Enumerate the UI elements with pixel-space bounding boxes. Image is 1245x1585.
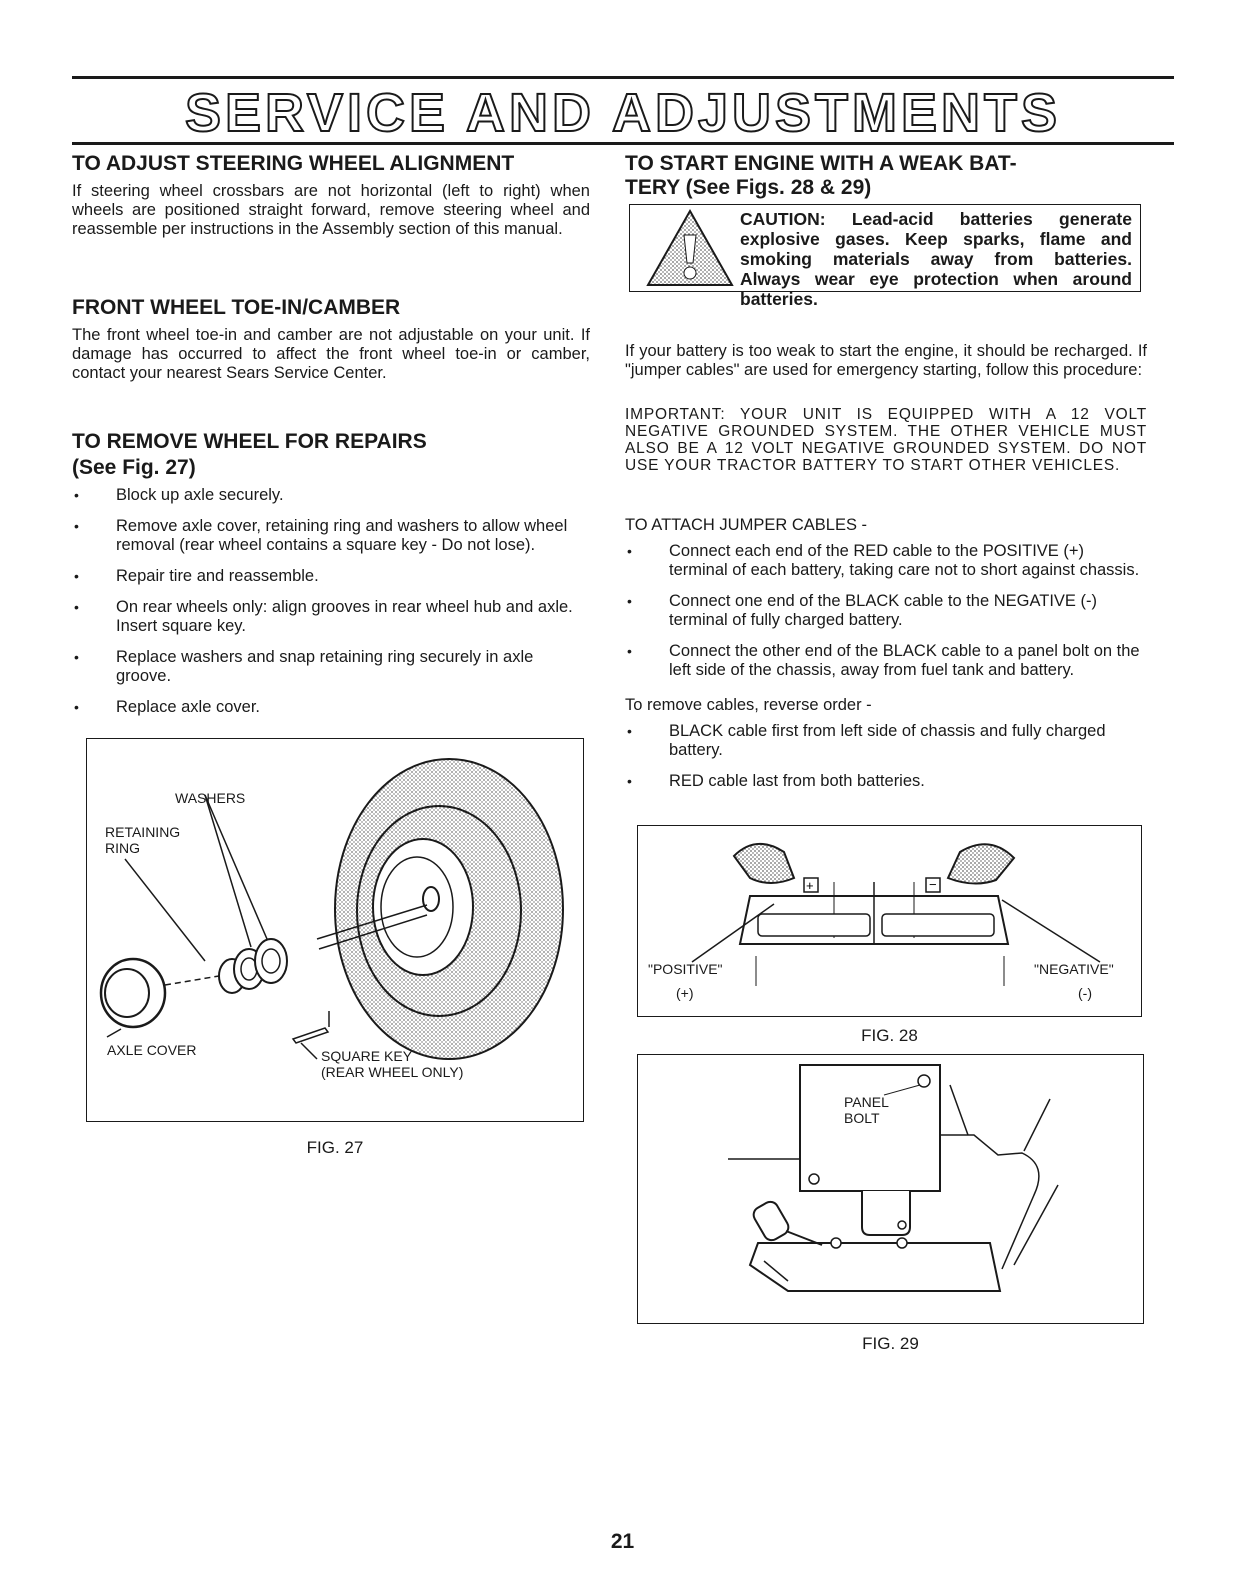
toe-text: The front wheel toe-in and camber are no… — [72, 326, 590, 382]
axle-cover-label: AXLE COVER — [107, 1042, 196, 1058]
red-clamp — [732, 843, 796, 884]
fig-28-illustration: + − "POSITIVE" (+) "NEGATIVE" (-) — [648, 843, 1114, 1001]
list-item: On rear wheels only: align grooves in re… — [72, 598, 590, 636]
remove-cables-heading: To remove cables, reverse order - — [625, 696, 872, 714]
battery-heading-2: TERY (See Figs. 28 & 29) — [625, 176, 872, 199]
caution-text: CAUTION: Lead-acid batteries generate ex… — [740, 209, 1132, 309]
list-item: Repair tire and reassemble. — [72, 567, 590, 586]
negative-label: "NEGATIVE" — [1034, 961, 1114, 977]
negative-terminal-icon — [925, 877, 941, 893]
fig-29-caption: FIG. 29 — [862, 1334, 919, 1353]
list-item: Connect one end of the BLACK cable to th… — [625, 592, 1147, 630]
page-title: SERVICE AND ADJUSTMENTS — [184, 82, 1062, 144]
list-item: Block up axle securely. — [72, 486, 590, 505]
retaining-label-1: RETAINING — [105, 824, 180, 840]
toe-heading: FRONT WHEEL TOE-IN/CAMBER — [72, 296, 401, 319]
list-item: BLACK cable first from left side of chas… — [625, 722, 1147, 760]
list-item: Connect the other end of the BLACK cable… — [625, 642, 1147, 680]
fig-28-box: + − "POSITIVE" (+) "NEGATIVE" (-) — [637, 825, 1142, 1017]
axle-end — [422, 886, 440, 912]
fig-27-box: WASHERS RETAINING RING AXLE COVER SQUARE… — [86, 738, 584, 1122]
attach-heading: TO ATTACH JUMPER CABLES - — [625, 516, 868, 534]
caution-box: CAUTION: Lead-acid batteries generate ex… — [629, 204, 1141, 309]
warning-triangle-icon — [646, 208, 734, 286]
panel-label: PANEL — [844, 1094, 889, 1110]
steering-section: TO ADJUST STEERING WHEEL ALIGNMENT If st… — [72, 152, 590, 239]
top-rule — [72, 76, 1174, 79]
square-key-label-1: SQUARE KEY — [321, 1048, 413, 1064]
square-key-label-2: (REAR WHEEL ONLY) — [321, 1064, 463, 1080]
list-item: RED cable last from both batteries. — [625, 772, 1147, 791]
fig-28-caption: FIG. 28 — [861, 1026, 918, 1045]
fig-29-illustration: PANEL BOLT — [728, 1064, 1059, 1292]
page-number: 21 — [610, 1530, 635, 1553]
toe-section: FRONT WHEEL TOE-IN/CAMBER The front whee… — [72, 296, 590, 383]
remove-wheel-section: TO REMOVE WHEEL FOR REPAIRS (See Fig. 27… — [72, 430, 590, 717]
positive-terminal-icon — [803, 877, 819, 893]
intro-text: If your battery is too weak to start the… — [625, 342, 1147, 379]
right-column: TO START ENGINE WITH A WEAK BAT- TERY (S… — [625, 152, 1147, 791]
remove-bullet-list: Block up axle securely. Remove axle cove… — [72, 486, 590, 717]
list-item: Remove axle cover, retaining ring and wa… — [72, 517, 590, 555]
negative-sign: (-) — [1078, 985, 1092, 1001]
list-item: Replace axle cover. — [72, 698, 590, 717]
steering-text: If steering wheel crossbars are not hori… — [72, 182, 590, 238]
washers-label: WASHERS — [175, 790, 245, 806]
positive-label: "POSITIVE" — [648, 961, 723, 977]
axle-cover — [99, 957, 167, 1029]
svg-text:+: + — [806, 878, 814, 893]
list-item: Replace washers and snap retaining ring … — [72, 648, 590, 686]
steering-heading: TO ADJUST STEERING WHEEL ALIGNMENT — [72, 152, 515, 175]
remove-cables-list: BLACK cable first from left side of chas… — [625, 722, 1147, 791]
important-text: IMPORTANT: YOUR UNIT IS EQUIPPED WITH A … — [625, 406, 1147, 474]
remove-subheading: (See Fig. 27) — [72, 456, 196, 479]
attach-bullet-list: Connect each end of the RED cable to the… — [625, 542, 1147, 680]
positive-sign: (+) — [676, 985, 694, 1001]
list-item: Connect each end of the RED cable to the… — [625, 542, 1147, 580]
retaining-label-2: RING — [105, 840, 140, 856]
fig-27-illustration: WASHERS RETAINING RING AXLE COVER SQUARE… — [99, 758, 564, 1080]
handle-icon — [752, 1200, 790, 1242]
panel-bolt-icon — [917, 1074, 931, 1088]
remove-heading: TO REMOVE WHEEL FOR REPAIRS — [72, 430, 427, 453]
washer-2 — [254, 938, 288, 984]
fig-29-box: PANEL BOLT — [637, 1054, 1144, 1324]
battery-heading-1: TO START ENGINE WITH A WEAK BAT- — [625, 152, 1017, 175]
fig-27-caption: FIG. 27 — [306, 1138, 364, 1157]
black-clamp — [946, 843, 1016, 885]
bolt-label: BOLT — [844, 1110, 880, 1126]
svg-text:−: − — [929, 877, 937, 892]
square-key — [291, 1027, 330, 1044]
footrest — [748, 1242, 1002, 1292]
title-underline — [72, 142, 1174, 145]
